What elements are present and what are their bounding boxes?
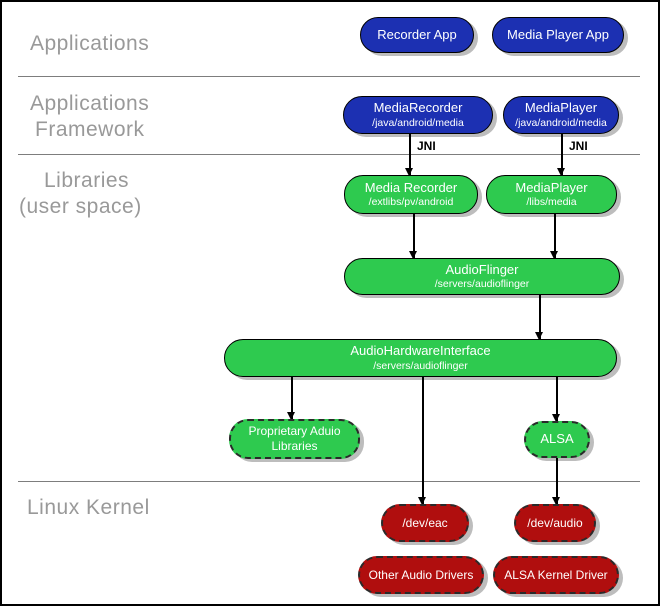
section-label-libraries-line2: (user space) xyxy=(19,195,142,218)
node-subtitle: /libs/media xyxy=(526,196,577,209)
arrow-mediarecorder-jni xyxy=(406,134,413,176)
section-label-applications-framework-line1: Applications xyxy=(30,92,150,115)
arrow-audioflinger-to-ahi xyxy=(536,295,543,340)
node-title: MediaPlayer xyxy=(524,100,598,116)
node-title: ALSA Kernel Driver xyxy=(504,567,608,582)
node-subtitle: /java/android/media xyxy=(372,116,464,129)
node-proprietary-audio-libraries: Proprietary Aduio Libraries xyxy=(229,419,360,459)
arrow-mediaplayer-to-audioflinger xyxy=(551,214,558,259)
node-title: AudioHardwareInterface xyxy=(350,343,491,359)
section-label-libraries-line1: Libraries xyxy=(44,169,130,192)
node-audioflinger: AudioFlinger /servers/audioflinger xyxy=(344,258,620,295)
arrow-mediarecorder-to-audioflinger xyxy=(410,214,417,259)
node-title: AudioFlinger xyxy=(445,261,519,277)
divider-framework xyxy=(18,154,640,155)
node-subtitle: /java/android/media xyxy=(515,116,607,129)
divider-applications xyxy=(18,76,640,77)
node-title: Recorder App xyxy=(377,26,457,42)
node-title: MediaPlayer xyxy=(515,179,588,195)
jni-label-right: JNI xyxy=(569,139,588,153)
section-label-linux-kernel: Linux Kernel xyxy=(27,496,150,519)
node-alsa-kernel-driver: ALSA Kernel Driver xyxy=(493,556,619,594)
arrow-ahi-to-dev-eac xyxy=(419,377,426,505)
node-title: Media Player App xyxy=(507,26,609,42)
node-mediaplayer-lib: MediaPlayer /libs/media xyxy=(486,175,617,214)
jni-label-left: JNI xyxy=(417,139,436,153)
node-subtitle: /extlibs/pv/android xyxy=(368,196,454,209)
node-audiohardwareinterface: AudioHardwareInterface /servers/audiofli… xyxy=(224,339,617,377)
arrow-mediaplayer-jni xyxy=(558,134,565,176)
node-subtitle: /servers/audioflinger xyxy=(434,278,530,291)
node-recorder-app: Recorder App xyxy=(360,17,474,53)
node-mediaplayer-framework: MediaPlayer /java/android/media xyxy=(503,96,619,134)
node-title: /dev/audio xyxy=(527,515,583,530)
node-subtitle: /servers/audioflinger xyxy=(373,359,468,372)
node-alsa: ALSA xyxy=(524,421,590,458)
arrow-ahi-to-alsa xyxy=(553,377,560,422)
node-mediarecorder-framework: MediaRecorder /java/android/media xyxy=(343,96,493,134)
node-title: Other Audio Drivers xyxy=(368,567,474,582)
section-label-applications: Applications xyxy=(30,32,150,55)
section-label-applications-framework-line2: Framework xyxy=(35,118,145,141)
node-dev-audio: /dev/audio xyxy=(514,504,596,542)
node-media-recorder-lib: Media Recorder /extlibs/pv/android xyxy=(344,175,478,214)
node-title: /dev/eac xyxy=(402,515,448,530)
node-title: Media Recorder xyxy=(364,179,458,195)
arrow-alsa-to-dev-audio xyxy=(553,458,560,505)
node-title: Proprietary Aduio xyxy=(248,424,341,438)
node-other-audio-drivers: Other Audio Drivers xyxy=(358,556,484,594)
node-title: ALSA xyxy=(540,431,574,447)
divider-kernel xyxy=(18,481,640,482)
node-title: MediaRecorder xyxy=(373,100,463,116)
node-title-line2: Libraries xyxy=(271,439,318,453)
arrow-ahi-to-proprietary xyxy=(288,377,295,420)
node-dev-eac: /dev/eac xyxy=(381,504,469,542)
node-media-player-app: Media Player App xyxy=(492,17,624,53)
